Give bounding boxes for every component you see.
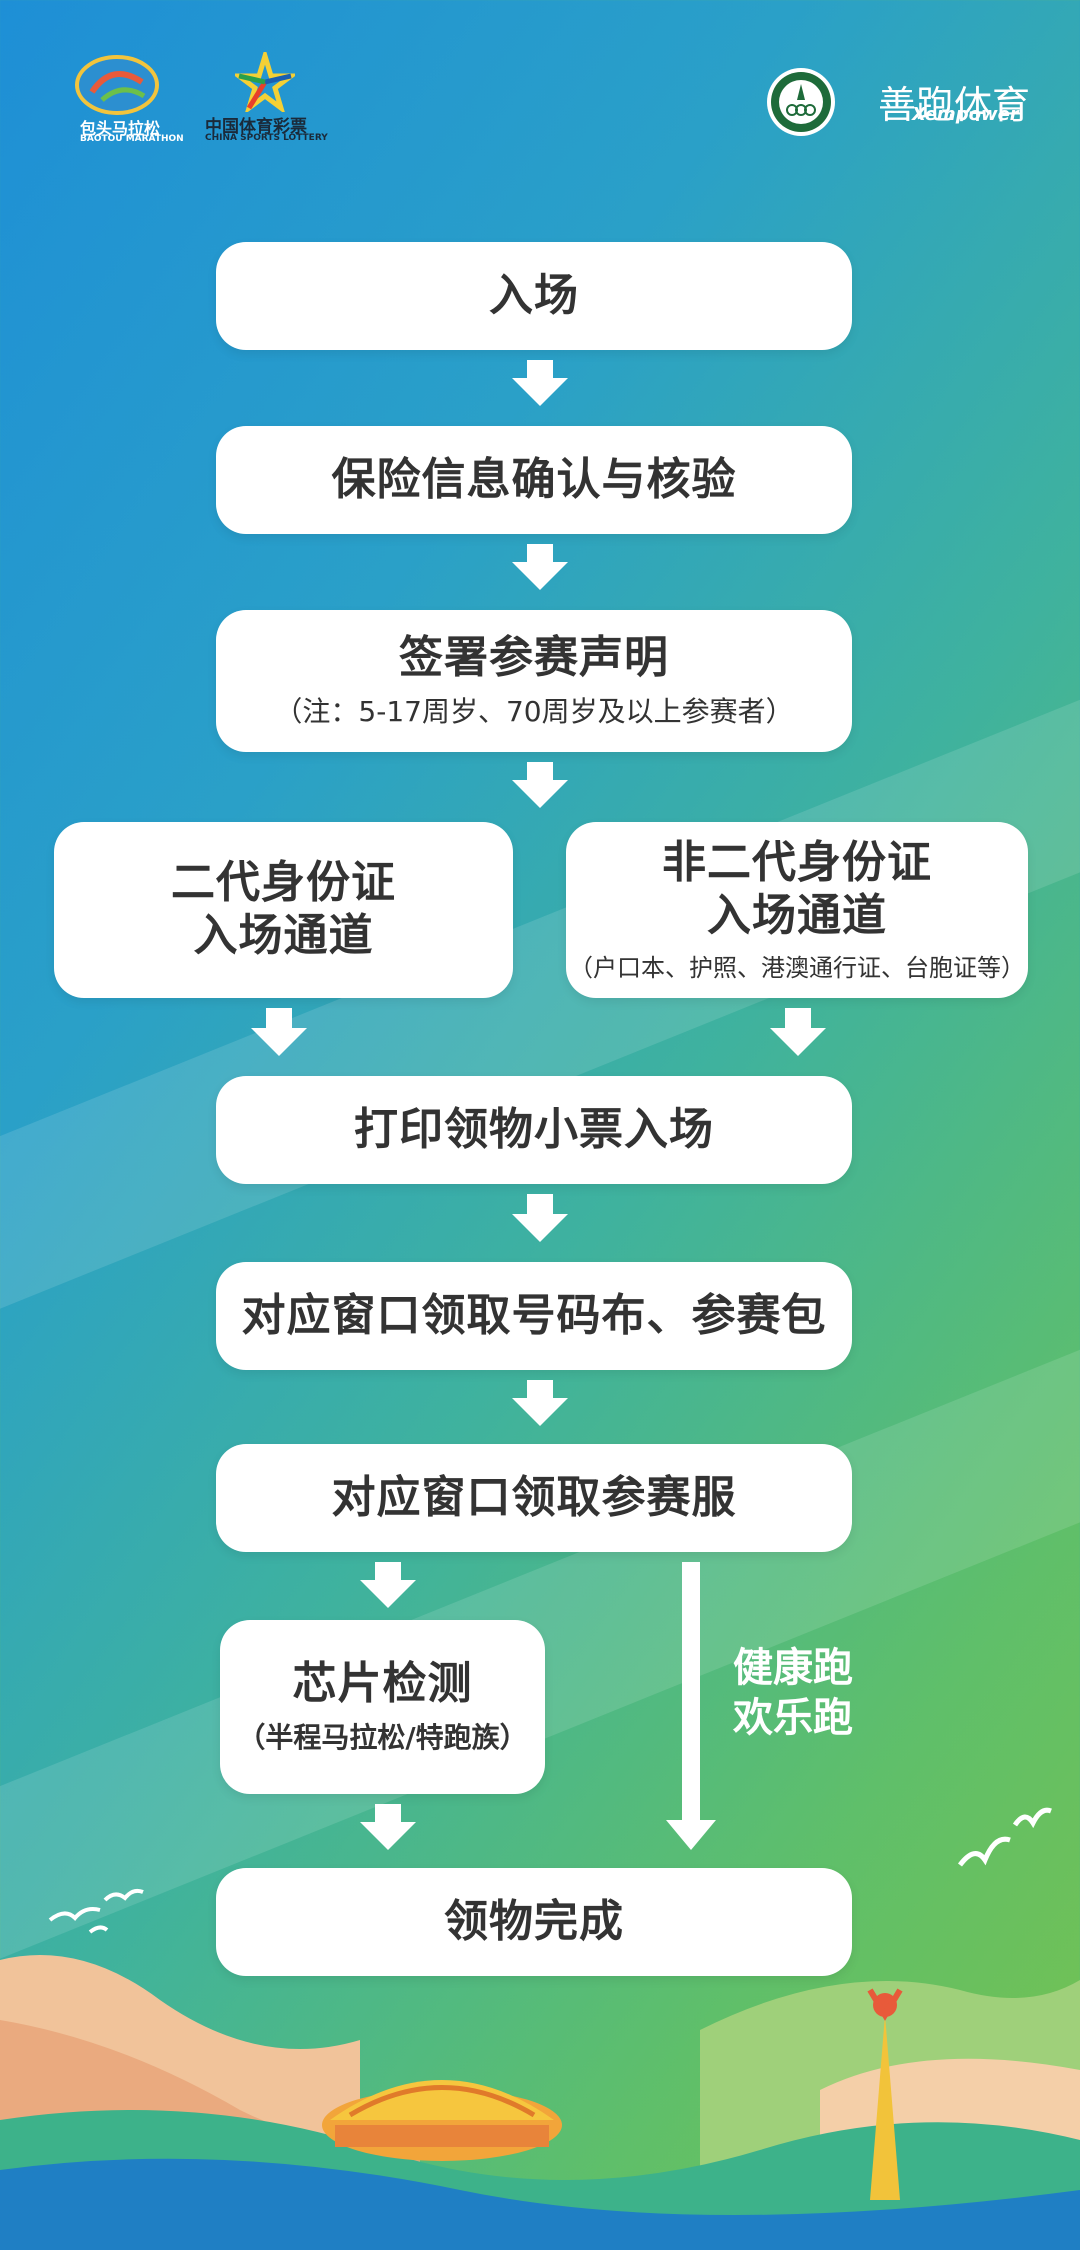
arrow-down-icon bbox=[512, 360, 568, 406]
step-done: 领物完成 bbox=[216, 1868, 852, 1976]
non-id-channel-note: （户口本、护照、港澳通行证、台胞证等） bbox=[569, 954, 1025, 983]
arrow-down-icon bbox=[512, 544, 568, 590]
step-chip-check: 芯片检测 （半程马拉松/特跑族） bbox=[220, 1620, 545, 1794]
birds-right-icon bbox=[958, 1807, 1052, 1867]
arrow-down-icon bbox=[360, 1562, 416, 1608]
long-arrow-down-icon bbox=[666, 1562, 716, 1850]
baotou-marathon-subtitle: BAOTOU MARATHON bbox=[80, 134, 184, 144]
arrow-down-icon bbox=[360, 1804, 416, 1850]
step-non-id-channel: 非二代身份证 入场通道 （户口本、护照、港澳通行证、台胞证等） bbox=[566, 822, 1028, 998]
step-insurance-label: 保险信息确认与核验 bbox=[331, 453, 737, 505]
sports-lottery-subtitle: CHINA SPORTS LOTTERY bbox=[205, 133, 328, 143]
fun-run-line1: 健康跑 bbox=[733, 1645, 853, 1691]
non-id-channel-line2: 入场通道 bbox=[707, 889, 887, 941]
step-print-ticket: 打印领物小票入场 bbox=[216, 1076, 852, 1184]
sports-lottery-logo bbox=[231, 47, 299, 115]
step-entry-label: 入场 bbox=[489, 269, 579, 321]
birds-left-icon bbox=[48, 1888, 144, 1934]
id-channel-line2: 入场通道 bbox=[193, 910, 374, 961]
step-declaration: 签署参赛声明 （注：5-17周岁、70周岁及以上参赛者） bbox=[216, 610, 852, 752]
arrow-down-icon bbox=[770, 1008, 826, 1056]
baotou-marathon-title: 包头马拉松 bbox=[80, 119, 161, 138]
step-entry: 入场 bbox=[216, 242, 852, 350]
xempower-logo-subtitle: Xempower bbox=[912, 104, 1019, 125]
step-apparel: 对应窗口领取参赛服 bbox=[216, 1444, 852, 1552]
arrow-down-icon bbox=[251, 1008, 307, 1056]
sports-lottery-title: 中国体育彩票 bbox=[205, 117, 307, 137]
step-declaration-label: 签署参赛声明 bbox=[399, 631, 669, 683]
step-chip-check-note: （半程马拉松/特跑族） bbox=[237, 1721, 528, 1755]
bottom-landscape bbox=[0, 1955, 1080, 2250]
arrow-down-icon bbox=[512, 1380, 568, 1426]
step-done-label: 领物完成 bbox=[444, 1895, 624, 1947]
non-id-channel-line1: 非二代身份证 bbox=[662, 836, 932, 888]
arrow-down-icon bbox=[512, 762, 568, 808]
step-declaration-note: （注：5-17周岁、70周岁及以上参赛者） bbox=[274, 695, 794, 729]
id-channel-line1: 二代身份证 bbox=[171, 857, 396, 909]
arrow-down-icon bbox=[512, 1194, 568, 1242]
tower-icon bbox=[867, 1988, 903, 2200]
step-id-card-channel: 二代身份证 入场通道 bbox=[54, 822, 513, 998]
fun-run-label: 健康跑 欢乐跑 bbox=[718, 1643, 868, 1743]
step-chip-check-label: 芯片检测 bbox=[292, 1657, 473, 1709]
xempower-logo-text: 善跑体育 bbox=[878, 83, 1031, 127]
baotou-marathon-logo bbox=[72, 52, 162, 122]
step-insurance: 保险信息确认与核验 bbox=[216, 426, 852, 534]
olympic-committee-emblem bbox=[765, 66, 837, 138]
step-bib-pack: 对应窗口领取号码布、参赛包 bbox=[216, 1262, 852, 1370]
step-print-ticket-label: 打印领物小票入场 bbox=[354, 1103, 714, 1155]
stadium-icon bbox=[322, 2080, 562, 2161]
step-bib-pack-label: 对应窗口领取号码布、参赛包 bbox=[241, 1289, 827, 1341]
step-apparel-label: 对应窗口领取参赛服 bbox=[331, 1471, 737, 1523]
fun-run-line2: 欢乐跑 bbox=[733, 1695, 853, 1741]
